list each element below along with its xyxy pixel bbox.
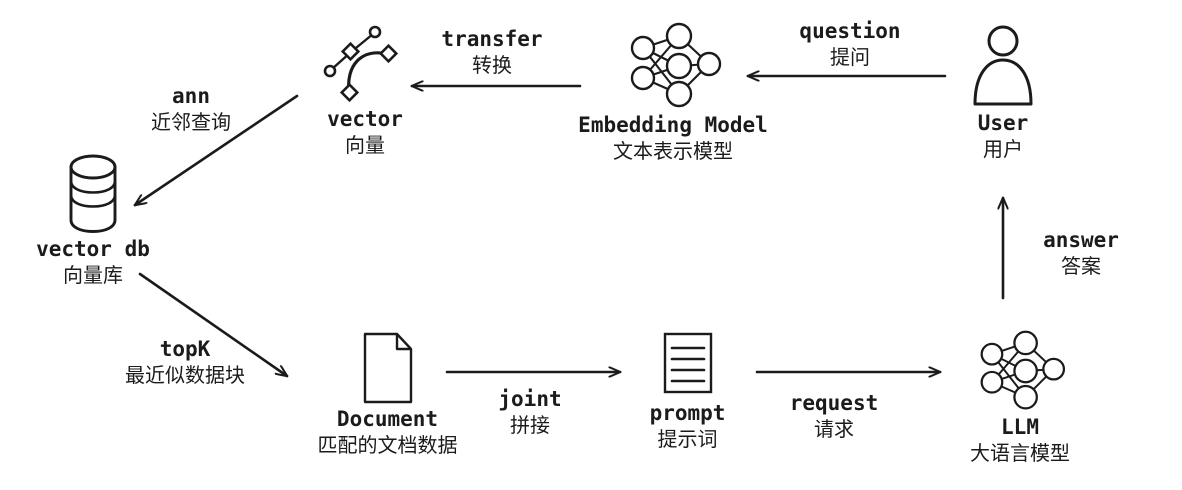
- arrow-topk: [138, 272, 287, 378]
- node-document[interactable]: Document 匹配的文档数据: [305, 330, 470, 458]
- node-vector-db-label-cn: 向量库: [63, 263, 123, 288]
- node-vector-label-en: vector: [327, 107, 403, 131]
- node-vector-db-label-en: vector db: [36, 237, 150, 261]
- node-vector-db[interactable]: vector db 向量库: [8, 152, 178, 288]
- edge-label-ann: ann 近邻查询: [133, 83, 249, 135]
- neural-network-icon: [980, 330, 1066, 410]
- node-llm[interactable]: LLM 大语言模型: [940, 328, 1100, 466]
- node-embedding-model[interactable]: Embedding Model 文本表示模型: [558, 20, 788, 164]
- neural-network-icon: [630, 22, 722, 108]
- edge-ann-label-cn: 近邻查询: [151, 110, 231, 135]
- page-folded-corner-icon: [363, 332, 412, 404]
- node-vector[interactable]: vector 向量: [300, 22, 430, 158]
- bezier-curve-icon: [323, 25, 399, 103]
- edge-transfer-label-en: transfer: [441, 27, 543, 51]
- node-llm-label-en: LLM: [1001, 415, 1039, 439]
- node-document-label-en: Document: [336, 407, 439, 431]
- edge-label-question: question 提问: [790, 18, 910, 70]
- node-user-label-cn: 用户: [983, 137, 1023, 162]
- edge-topk-label-en: topK: [159, 337, 211, 361]
- edge-topk-label-cn: 最近似数据块: [125, 363, 245, 388]
- node-llm-label-cn: 大语言模型: [970, 441, 1070, 466]
- edge-joint-label-en: joint: [498, 387, 562, 411]
- edge-label-answer: answer 答案: [1022, 227, 1140, 279]
- edge-label-request: request 请求: [775, 390, 893, 442]
- edge-label-joint: joint 拼接: [481, 386, 579, 438]
- edge-transfer-label-cn: 转换: [472, 53, 512, 78]
- edge-joint-label-cn: 拼接: [510, 413, 550, 438]
- database-cylinder-icon: [69, 154, 117, 233]
- edge-request-label-cn: 请求: [814, 417, 854, 442]
- node-prompt-label-cn: 提示词: [657, 427, 718, 452]
- node-embedding-model-label-cn: 文本表示模型: [613, 139, 733, 164]
- node-prompt-label-en: prompt: [649, 401, 726, 425]
- edge-label-transfer: transfer 转换: [432, 26, 552, 78]
- node-user-label-en: User: [977, 111, 1029, 135]
- lined-document-icon: [663, 332, 712, 394]
- node-document-label-cn: 匹配的文档数据: [317, 433, 458, 458]
- arrow-ann: [135, 94, 299, 207]
- edge-label-topk: topK 最近似数据块: [99, 336, 271, 388]
- edge-answer-label-cn: 答案: [1061, 254, 1101, 279]
- edge-answer-label-en: answer: [1043, 228, 1119, 252]
- edge-question-label-cn: 提问: [830, 45, 870, 70]
- edge-ann-label-en: ann: [172, 84, 210, 108]
- edge-question-label-en: question: [799, 19, 901, 43]
- node-embedding-model-label-en: Embedding Model: [578, 113, 768, 137]
- node-prompt[interactable]: prompt 提示词: [630, 330, 745, 452]
- edge-request-label-en: request: [789, 391, 879, 415]
- person-icon: [973, 25, 1033, 106]
- node-user[interactable]: User 用户: [953, 22, 1053, 162]
- node-vector-label-cn: 向量: [345, 133, 385, 158]
